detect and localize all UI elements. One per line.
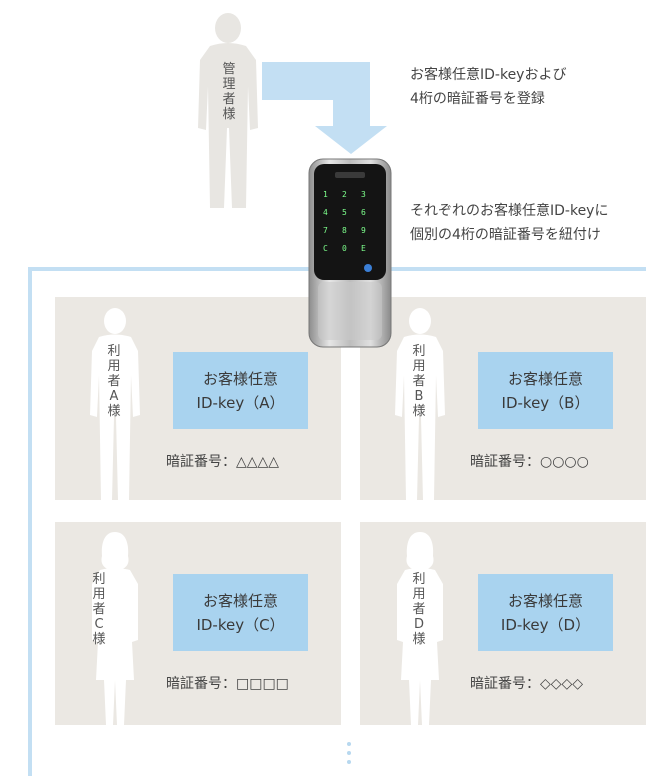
register-caption-line2: 4桁の暗証番号を登録 <box>410 91 545 107</box>
user-b-pin: 暗証番号：○○○○ <box>470 454 589 470</box>
user-b-idkey-line1: お客様任意 <box>507 369 583 388</box>
person-silhouette-icon <box>198 13 258 208</box>
user-c-idkey-line1: お客様任意 <box>202 591 278 610</box>
key-8: 8 <box>342 226 347 235</box>
user-d-idkey-line2: ID-key（D） <box>500 615 591 634</box>
key-e: E <box>361 244 366 253</box>
user-b-idkey-line2: ID-key（B） <box>501 393 590 412</box>
key-c: C <box>323 244 328 253</box>
user-c-idkey-line2: ID-key（C） <box>196 615 285 634</box>
assign-caption-line1: それぞれのお客様任意ID-keyに <box>410 203 609 219</box>
admin-silhouette <box>188 8 268 208</box>
user-b-label: 利用者B様 <box>412 344 426 419</box>
person-silhouette-icon <box>92 532 138 725</box>
user-c-silhouette <box>80 530 150 725</box>
key-3: 3 <box>361 190 366 199</box>
keypad-lock-device-icon <box>308 158 392 352</box>
assign-caption-line2: 個別の4桁の暗証番号を紐付け <box>410 227 601 243</box>
bracket-left-line <box>28 267 32 776</box>
user-a-pin: 暗証番号：△△△△ <box>166 454 280 470</box>
user-b-silhouette <box>385 305 455 500</box>
register-caption-line1: お客様任意ID-keyおよび <box>410 67 567 83</box>
person-silhouette-icon <box>90 308 140 500</box>
user-c-pin: 暗証番号：□□□□ <box>166 676 289 692</box>
user-d-idkey-box: お客様任意 ID-key（D） <box>478 574 613 651</box>
user-a-idkey-line2: ID-key（A） <box>196 393 285 412</box>
user-b-idkey-box: お客様任意 ID-key（B） <box>478 352 613 429</box>
key-4: 4 <box>323 208 328 217</box>
key-2: 2 <box>342 190 347 199</box>
keypad-grid: 1 2 3 4 5 6 7 8 9 C 0 E <box>320 190 380 270</box>
user-c-idkey-box: お客様任意 ID-key（C） <box>173 574 308 651</box>
admin-label: 管理者様 <box>222 62 236 122</box>
user-d-label: 利用者D様 <box>412 572 426 647</box>
user-c-label: 利用者C様 <box>92 572 106 647</box>
register-arrow-vertical <box>333 62 370 128</box>
user-a-idkey-line1: お客様任意 <box>202 369 278 388</box>
key-1: 1 <box>323 190 328 199</box>
user-a-silhouette <box>80 305 150 500</box>
user-d-pin: 暗証番号：◇◇◇◇ <box>470 676 584 692</box>
continuation-dots <box>347 742 353 772</box>
user-d-silhouette <box>385 530 455 725</box>
key-6: 6 <box>361 208 366 217</box>
key-0: 0 <box>342 244 347 253</box>
person-silhouette-icon <box>395 308 445 500</box>
user-a-label: 利用者A様 <box>107 344 121 419</box>
key-5: 5 <box>342 208 347 217</box>
arrow-down-icon <box>315 126 387 154</box>
key-7: 7 <box>323 226 328 235</box>
key-9: 9 <box>361 226 366 235</box>
person-silhouette-icon <box>397 532 443 725</box>
user-a-idkey-box: お客様任意 ID-key（A） <box>173 352 308 429</box>
user-d-idkey-line1: お客様任意 <box>507 591 583 610</box>
